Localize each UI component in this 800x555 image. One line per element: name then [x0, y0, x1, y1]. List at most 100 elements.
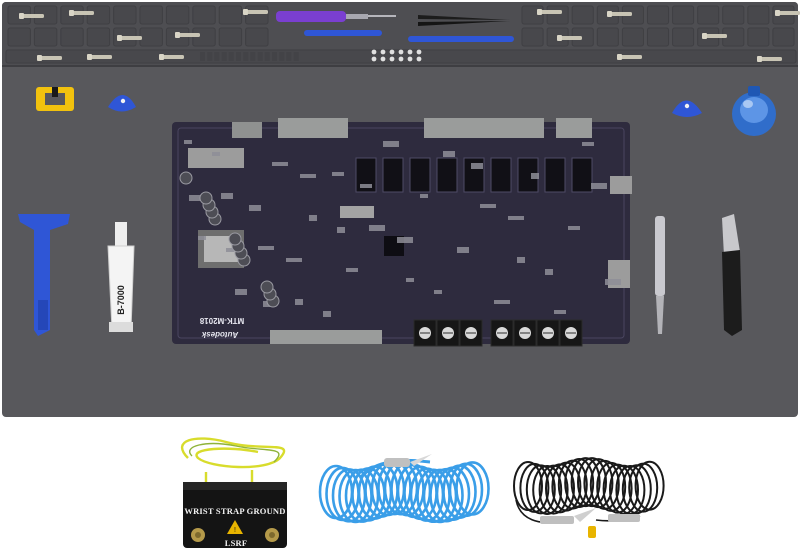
coil-loop [577, 457, 607, 508]
relay [490, 157, 512, 193]
bit-dot [380, 56, 386, 62]
capacitor [260, 280, 274, 294]
screw [778, 11, 800, 15]
smd-part [471, 163, 483, 169]
smd-part [568, 226, 580, 230]
smd-part [517, 257, 525, 263]
bit-dot [371, 49, 377, 55]
smd-part [420, 194, 428, 198]
screw-head [69, 10, 74, 16]
screw-head [775, 10, 780, 16]
tray-cell [139, 27, 163, 47]
smd-part [443, 151, 455, 157]
screw-head [617, 54, 622, 60]
screw [178, 33, 200, 37]
screw [162, 55, 184, 59]
terminal-block [413, 319, 583, 347]
tray-tools [19, 9, 800, 62]
board-components [179, 118, 632, 344]
screw-head [87, 54, 92, 60]
smd-part [406, 278, 414, 282]
tray-cell [672, 27, 695, 47]
smd-part [369, 225, 385, 231]
smd-part [323, 311, 331, 317]
circuit-board: MTK-M2018 Autodesk [172, 118, 632, 347]
tweezers [418, 15, 510, 26]
esd-warning-icon: ! [227, 520, 243, 534]
tray-slot [257, 52, 263, 61]
screw [90, 55, 112, 59]
smd-part [309, 215, 317, 221]
tray-cell [646, 27, 670, 47]
tray-cell [245, 5, 269, 25]
ground-box-title: WRIST STRAP GROUND [184, 506, 285, 516]
coil-loop [532, 464, 563, 515]
smd-part [591, 183, 607, 189]
alligator-clip [540, 516, 574, 524]
smd-part [605, 279, 621, 285]
bit-dot [407, 56, 413, 62]
relay [571, 157, 593, 193]
smd-part [286, 258, 302, 262]
screw-head [117, 35, 122, 41]
coil-loop [570, 457, 601, 508]
tray-slot [228, 52, 234, 61]
coil-loop [615, 464, 646, 515]
screw-head [37, 55, 42, 61]
tray-cell [646, 5, 670, 25]
smd-part [383, 141, 399, 147]
blue-wrist-strap [318, 454, 490, 524]
small-screws [19, 9, 800, 62]
smd-part [457, 247, 469, 253]
smd-part [434, 290, 442, 294]
smd-part [332, 172, 344, 176]
purple-screwdriver [276, 11, 396, 22]
coil-loop [621, 464, 652, 515]
smd-part [198, 236, 206, 240]
bit-dot [380, 49, 386, 55]
tray-cell [697, 5, 720, 25]
blue-guitar-pick-left [108, 95, 136, 112]
connector [232, 122, 262, 138]
tray-cell [546, 5, 569, 25]
screw [560, 36, 582, 40]
bit-dot [407, 49, 413, 55]
tray-slot [200, 52, 205, 61]
smd-part [300, 174, 316, 178]
tray-slot [207, 52, 213, 61]
smd-part [554, 310, 566, 314]
bit-dot [416, 49, 422, 55]
black-coiled-cord [513, 457, 665, 538]
screw-head [175, 32, 180, 38]
tray-cell [192, 5, 216, 25]
screw-head [607, 11, 612, 17]
coil-loop [538, 464, 569, 515]
screw-head [159, 54, 164, 60]
coil-loop [564, 457, 595, 508]
capacitor [179, 171, 193, 185]
smd-part [337, 227, 345, 233]
coil-loop [525, 464, 556, 515]
yellow-spring-clip [36, 87, 74, 111]
smd-part [480, 204, 496, 208]
relay [382, 157, 404, 193]
board-model-text: MTK-M2018 [199, 316, 244, 325]
screw-head [702, 33, 707, 39]
smd-part [249, 205, 261, 211]
screw [22, 14, 44, 18]
tray-slot [221, 52, 227, 61]
board-brand-text: Autodesk [201, 330, 239, 339]
tray-cell [747, 27, 770, 47]
clip-jaw [410, 454, 432, 466]
coil-loop [551, 461, 582, 512]
tray-slot [250, 52, 256, 61]
tray-slot [286, 52, 292, 61]
coil-loop [609, 464, 639, 515]
tray-slot [243, 52, 249, 61]
smd-part [531, 173, 539, 179]
tray-cell [33, 27, 58, 47]
smd-part [189, 195, 205, 201]
smd-part [221, 193, 233, 199]
tray-cell [722, 5, 745, 25]
